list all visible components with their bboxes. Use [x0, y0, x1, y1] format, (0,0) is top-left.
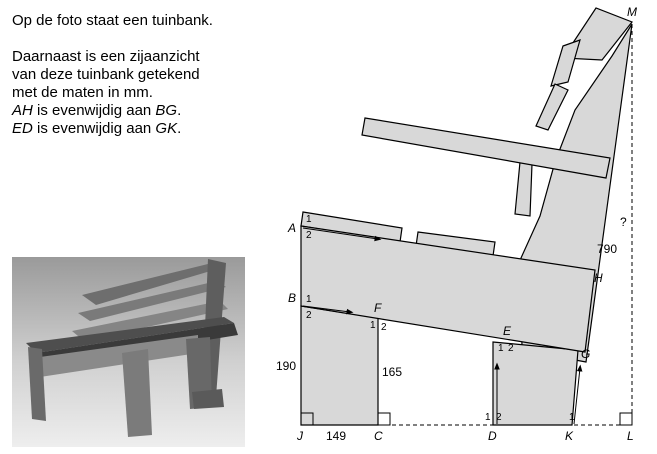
angle-F2: 2	[381, 322, 387, 333]
point-G: G	[581, 347, 590, 361]
angle-D2: 2	[496, 412, 502, 423]
garden-bench-photo	[12, 257, 245, 447]
arrow-A-H	[302, 227, 382, 242]
angle-K1: 1	[569, 412, 575, 423]
intro-line-2: Daarnaast is een zijaanzicht	[12, 48, 200, 65]
angle-B1: 1	[306, 294, 312, 305]
dimension-FC: 165	[382, 365, 402, 379]
dimension-GH: 790	[597, 242, 617, 256]
angle-labels: 1 2 1 2 1 2 1 2 1 2 1	[306, 214, 575, 423]
intro-text: Op de foto staat een tuinbank. Daarnaast…	[12, 12, 292, 138]
right-angle-C	[377, 412, 391, 426]
point-J: J	[296, 429, 304, 443]
angle-D1: 1	[485, 412, 491, 423]
point-K: K	[565, 429, 574, 443]
angle-F1: 1	[370, 320, 376, 331]
point-F: F	[374, 301, 382, 315]
arrow-K-G	[573, 364, 583, 425]
arrow-B-G	[302, 305, 354, 315]
intro-line-3: van deze tuinbank getekend	[12, 66, 200, 83]
point-E: E	[503, 324, 512, 338]
bench-parts	[300, 7, 633, 426]
front-leg	[300, 305, 379, 426]
back-board-lower	[514, 161, 533, 217]
back-board-upper	[550, 39, 581, 87]
back-board-top	[561, 7, 633, 61]
point-C: C	[374, 429, 383, 443]
point-L: L	[627, 429, 634, 443]
point-D: D	[488, 429, 497, 443]
point-M: M	[627, 5, 637, 19]
point-labels: A B F E G H J C D K L M	[287, 5, 637, 443]
point-A: A	[287, 221, 296, 235]
angle-A1: 1	[306, 214, 312, 225]
angle-A2: 2	[306, 230, 312, 241]
dimension-JC: 149	[326, 429, 346, 443]
parallel-statement-1: AH is evenwijdig aan BG.	[12, 102, 182, 119]
point-H: H	[594, 271, 603, 285]
back-board-middle	[535, 83, 569, 131]
right-angle-L	[619, 412, 633, 426]
intro-line-4: met de maten in mm.	[12, 84, 153, 101]
parallel-statement-2: ED is evenwijdig aan GK.	[12, 120, 182, 137]
point-B: B	[288, 291, 296, 305]
dimension-LM: ?	[620, 215, 627, 229]
armrest	[361, 117, 611, 179]
angle-B2: 2	[306, 310, 312, 321]
angle-E1: 1	[498, 343, 504, 354]
angle-E2: 2	[508, 343, 514, 354]
dimension-labels: 190 149 165 790 ?	[276, 215, 627, 443]
rear-leg	[492, 341, 579, 426]
right-angle-J	[300, 412, 314, 426]
intro-line-1: Op de foto staat een tuinbank.	[12, 12, 213, 29]
construction-lines	[300, 24, 633, 426]
dimension-BJ: 190	[276, 359, 296, 373]
seat-side-rail	[300, 225, 596, 353]
